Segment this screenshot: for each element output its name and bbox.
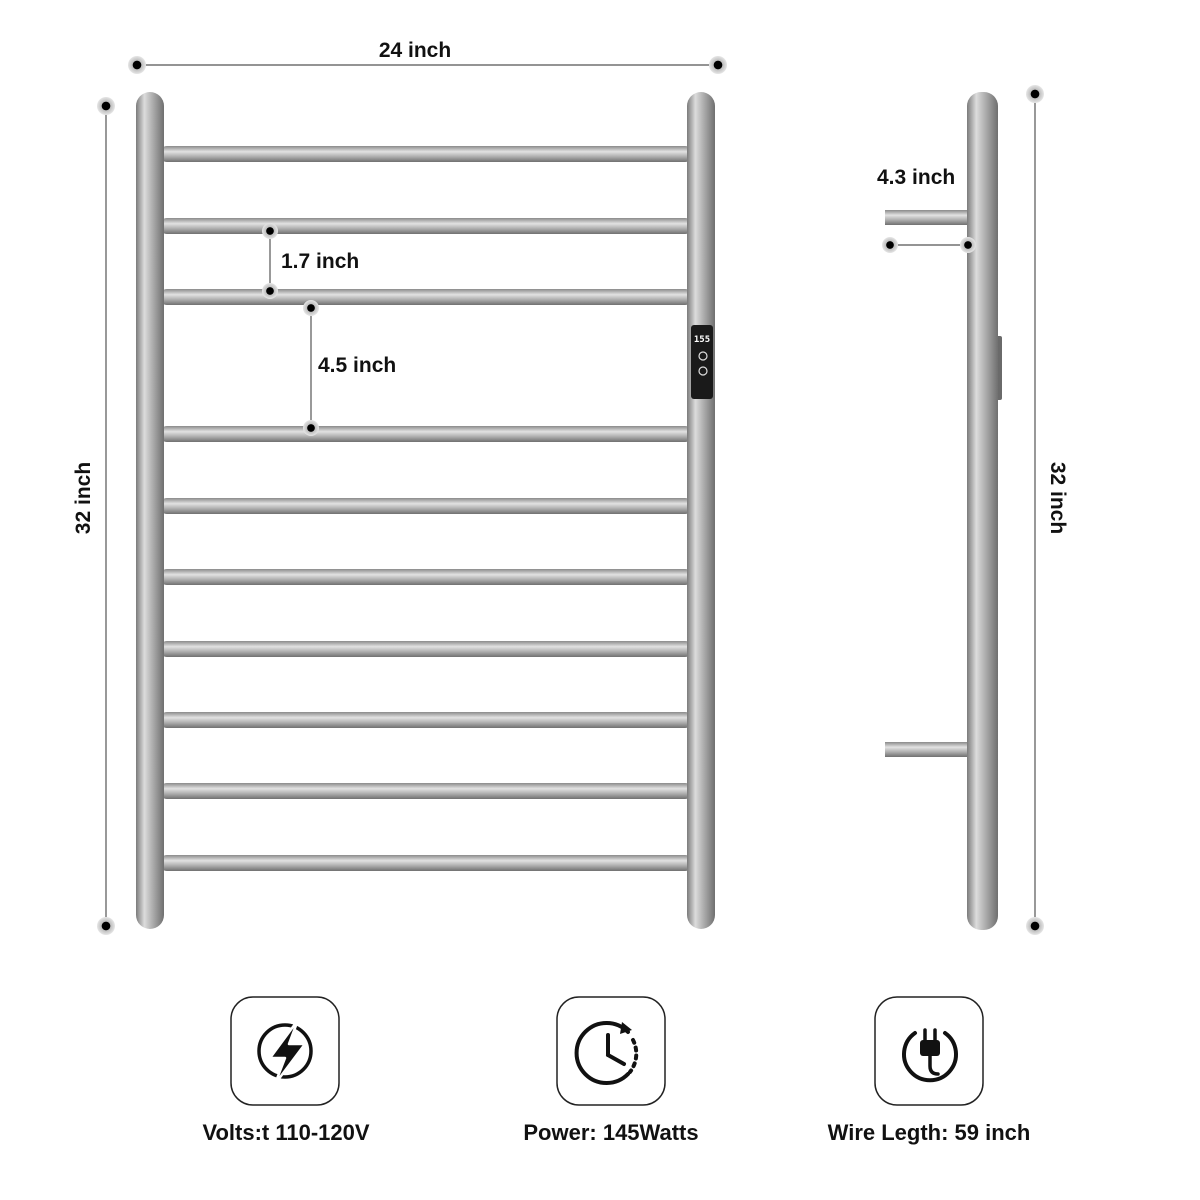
side-post [967, 92, 998, 930]
width-label: 24 inch [379, 39, 451, 62]
depth-label: 4.3 inch [877, 166, 955, 189]
power-icon-box [556, 996, 666, 1106]
lightning-bolt-icon [257, 1018, 313, 1086]
feature-wire: Wire Legth: 59 inch [828, 996, 1031, 1145]
front-view: 155 24 inch 32 inch 1.7 inch [72, 39, 727, 935]
clock-timer-icon [574, 1021, 639, 1085]
crossbar-2 [160, 218, 692, 234]
right-post [687, 92, 715, 929]
crossbar-7 [160, 641, 692, 657]
display-readout: 155 [694, 335, 710, 345]
crossbar-6 [160, 569, 692, 585]
power-label: Power: 145Watts [523, 1120, 698, 1145]
side-height-dimension: 32 inch [1026, 85, 1069, 935]
bar-spacing-dimension: 4.5 inch [303, 300, 396, 436]
side-top-bracket [885, 210, 971, 225]
front-height-label: 32 inch [72, 462, 95, 534]
crossbar-1 [160, 146, 692, 162]
bar-gap-dimension: 1.7 inch [262, 223, 359, 299]
crossbar-9 [160, 783, 692, 799]
crossbar-4 [160, 426, 692, 442]
bar-gap-label: 1.7 inch [281, 250, 359, 273]
bar-spacing-label: 4.5 inch [318, 354, 396, 377]
side-bottom-bracket [885, 742, 971, 757]
power-button-icon[interactable] [698, 351, 708, 361]
front-crossbars [160, 146, 692, 871]
crossbar-5 [160, 498, 692, 514]
width-dimension: 24 inch [128, 39, 727, 74]
control-panel[interactable]: 155 [691, 325, 713, 399]
crossbar-10 [160, 855, 692, 871]
crossbar-8 [160, 712, 692, 728]
depth-dimension: 4.3 inch [877, 166, 976, 253]
side-height-label: 32 inch [1046, 462, 1069, 534]
feature-power: Power: 145Watts [523, 996, 699, 1145]
feature-volts: Volts:t 110-120V [202, 996, 370, 1145]
volts-label: Volts:t 110-120V [202, 1120, 369, 1145]
side-view: 4.3 inch 32 inch [877, 85, 1069, 935]
crossbar-3 [160, 289, 692, 305]
power-plug-icon [902, 1028, 958, 1083]
left-post [136, 92, 164, 929]
timer-button-icon[interactable] [698, 366, 708, 376]
front-height-dimension: 32 inch [72, 97, 115, 935]
wire-label: Wire Legth: 59 inch [828, 1120, 1031, 1145]
